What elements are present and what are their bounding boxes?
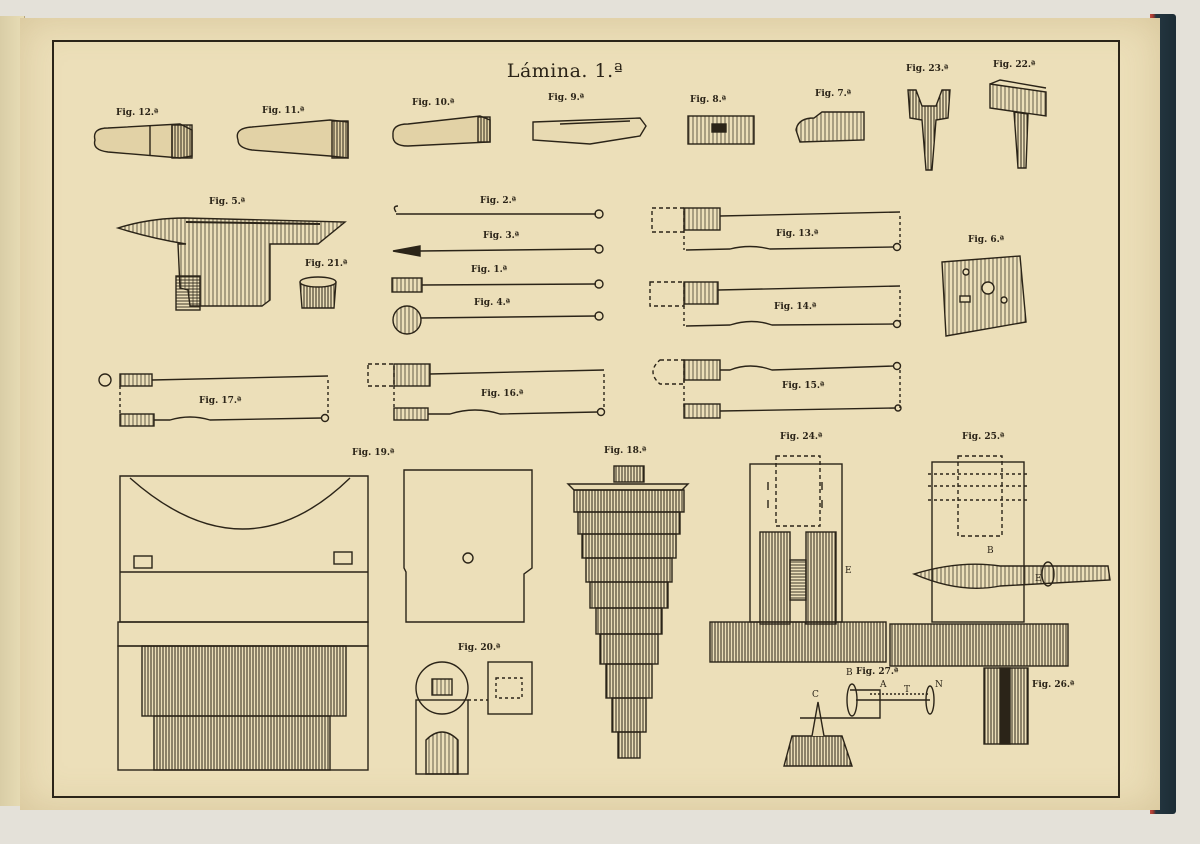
fig-15-tongs: [652, 359, 902, 419]
plate-title: Lámina. 1.ª: [506, 60, 624, 82]
label-fig-3: Fig. 3.ª: [483, 231, 520, 241]
label-fig-21: Fig. 21.ª: [305, 259, 348, 269]
fig-5-anvil: [115, 217, 347, 311]
fig-4-fuller: [392, 305, 604, 335]
fig-1-flatter: [391, 277, 604, 293]
fig-6-swage-block: [941, 255, 1027, 337]
fig-10-swage: [392, 115, 491, 147]
fig-13-tongs: [651, 207, 902, 252]
fig-14-tongs: [649, 281, 902, 329]
label-fig-11: Fig. 11.ª: [262, 106, 305, 116]
label-fig-4: Fig. 4.ª: [474, 298, 511, 308]
label-fig-18: Fig. 18.ª: [604, 446, 647, 456]
letter-e-fig24: E: [845, 566, 852, 576]
label-fig-23: Fig. 23.ª: [906, 64, 949, 74]
fig-27-spinning-tool: [783, 683, 935, 767]
label-fig-10: Fig. 10.ª: [412, 98, 455, 108]
fig-11-swage: [236, 119, 349, 159]
fig-8-hammer-head: [687, 115, 755, 145]
label-fig-19: Fig. 19.ª: [352, 448, 395, 458]
label-fig-22: Fig. 22.ª: [993, 60, 1036, 70]
label-fig-6: Fig. 6.ª: [968, 235, 1005, 245]
label-fig-26: Fig. 26.ª: [1032, 680, 1075, 690]
label-fig-20: Fig. 20.ª: [458, 643, 501, 653]
fig-2-poker: [393, 205, 604, 219]
fig-24-sharpening-stand: [709, 455, 887, 663]
label-fig-8: Fig. 8.ª: [690, 95, 727, 105]
label-fig-17: Fig. 17.ª: [199, 396, 242, 406]
fig-23-hardy: [907, 89, 951, 171]
label-fig-16: Fig. 16.ª: [481, 389, 524, 399]
fig-20-bolster-views: [415, 661, 533, 775]
fig-26-insert-tool: [983, 667, 1029, 745]
label-fig-14: Fig. 14.ª: [774, 302, 817, 312]
label-fig-24: Fig. 24.ª: [780, 432, 823, 442]
letter-n-fig27: N: [935, 680, 943, 690]
letter-b-fig25: B: [987, 546, 994, 556]
fig-25-stand-with-anvil: [889, 455, 1111, 667]
fig-18-mandrel-cone: [566, 465, 690, 759]
fig-16-tongs: [367, 363, 606, 421]
label-fig-25: Fig. 25.ª: [962, 432, 1005, 442]
fig-19-swage-block-views: [117, 469, 533, 771]
label-fig-27: Fig. 27.ª: [856, 667, 899, 677]
label-fig-1: Fig. 1.ª: [471, 265, 508, 275]
fig-21-bolster: [299, 276, 337, 309]
label-fig-9: Fig. 9.ª: [548, 93, 585, 103]
fig-12-swage: [93, 123, 193, 159]
letter-c-fig27: C: [812, 690, 819, 700]
fig-9-chisel: [532, 117, 647, 145]
label-fig-2: Fig. 2.ª: [480, 196, 517, 206]
label-fig-13: Fig. 13.ª: [776, 229, 819, 239]
label-fig-12: Fig. 12.ª: [116, 108, 159, 118]
label-fig-7: Fig. 7.ª: [815, 89, 852, 99]
letter-a-fig27: A: [880, 680, 887, 690]
letter-t-fig27: T: [904, 685, 911, 695]
label-fig-5: Fig. 5.ª: [209, 197, 246, 207]
fig-7-block: [795, 111, 865, 143]
fig-17-tongs: [98, 373, 330, 427]
fig-3-punch: [392, 244, 604, 257]
fig-22-hardy: [989, 79, 1047, 169]
plate-border: [52, 40, 1120, 798]
letter-b-fig27: B: [846, 668, 853, 678]
label-fig-15: Fig. 15.ª: [782, 381, 825, 391]
